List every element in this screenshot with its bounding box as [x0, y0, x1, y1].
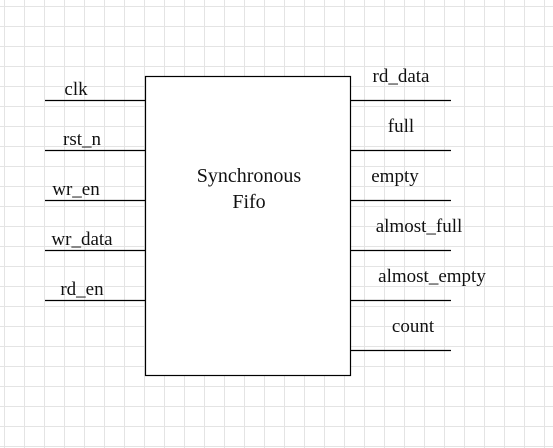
output-port-label: full: [388, 116, 414, 137]
output-port-label: rd_data: [373, 66, 431, 87]
block-title-line2: Fifo: [232, 191, 265, 213]
input-port-label: wr_en: [52, 179, 100, 200]
input-port-label: wr_data: [51, 229, 113, 250]
output-port-label: almost_empty: [378, 266, 486, 287]
input-port-label: rd_en: [60, 279, 104, 300]
output-port-label: empty: [371, 166, 419, 187]
input-port-label: rst_n: [63, 129, 102, 150]
block-title-line1: Synchronous: [197, 165, 302, 187]
input-ports: clk rst_n wr_en wr_data rd_en: [45, 79, 145, 302]
fifo-block: [144, 75, 352, 377]
output-port-label: almost_full: [376, 216, 463, 237]
output-port-label: count: [392, 316, 435, 337]
input-port-label: clk: [64, 79, 88, 100]
